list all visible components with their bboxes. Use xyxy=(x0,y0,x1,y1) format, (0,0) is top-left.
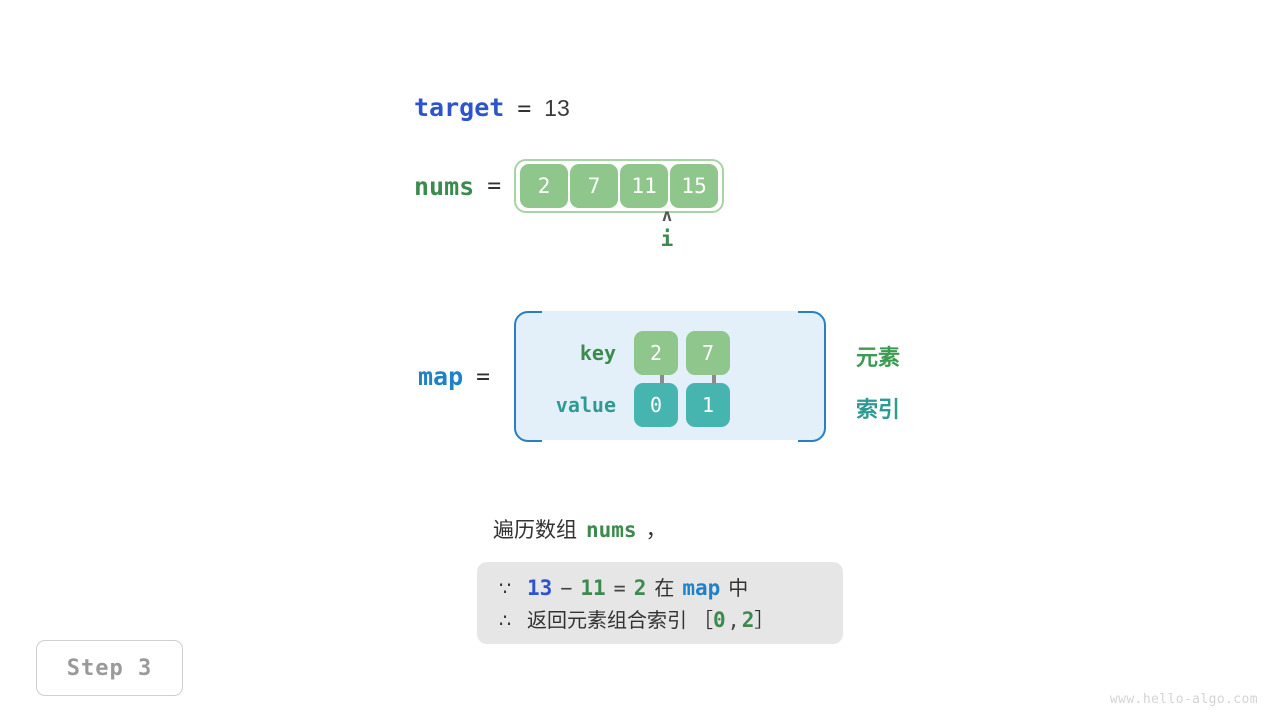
step-badge: Step 3 xyxy=(36,640,183,696)
formula-in-word: 在 xyxy=(654,578,675,600)
formula-line-1: ∵ 13 − 11 = 2 在 map 中 xyxy=(477,572,843,604)
because-symbol: ∵ xyxy=(499,579,512,600)
array-cell: 15 xyxy=(670,164,719,208)
map-key-label: key xyxy=(579,341,617,365)
nums-variable-name: nums xyxy=(414,171,475,201)
formula-conclusion-text: 返回元素组合索引 xyxy=(527,610,687,632)
caption-suffix: ， xyxy=(645,519,667,542)
formula-result: 2 xyxy=(633,576,647,600)
map-row: map = key 2 7 value xyxy=(418,311,827,442)
result-index-1: 2 xyxy=(741,608,755,632)
target-variable-name: target xyxy=(414,93,505,122)
formula-minus-operator: − xyxy=(560,576,573,600)
bracket-close: ］ xyxy=(754,610,775,632)
formula-line-2: ∴ 返回元素组合索引 ［ 0 , 2 ］ xyxy=(477,604,843,636)
map-value-cell: 1 xyxy=(686,383,731,427)
map-value-cells: 0 1 xyxy=(634,383,731,427)
formula-middle-word: 中 xyxy=(728,578,749,600)
formula-operand-current: 11 xyxy=(580,576,606,600)
watermark: www.hello-algo.com xyxy=(1109,692,1258,707)
caption-code-nums: nums xyxy=(586,518,637,542)
therefore-symbol: ∴ xyxy=(499,611,512,632)
nums-row: nums = 2 7 11 15 xyxy=(414,159,725,213)
formula-equals-operator: = xyxy=(613,576,626,600)
side-label-index: 索引 xyxy=(856,397,901,422)
map-value-row: value 0 1 xyxy=(516,383,731,427)
formula-box: ∵ 13 − 11 = 2 在 map 中 ∴ 返回元素组合索引 ［ 0 , 2… xyxy=(477,562,843,644)
result-index-0: 0 xyxy=(713,608,726,632)
formula-map-ref: map xyxy=(682,576,721,600)
map-value-cell: 0 xyxy=(634,383,679,427)
map-key-cell: 2 xyxy=(634,331,679,375)
array-cell: 11 xyxy=(620,164,669,208)
caption-prefix: 遍历数组 xyxy=(493,519,577,542)
array-cell: 7 xyxy=(570,164,619,208)
map-container: key 2 7 value 0 1 xyxy=(514,311,827,442)
nums-equals-sign: = xyxy=(487,173,502,199)
map-variable-name: map xyxy=(418,362,464,391)
bracket-open: ［ xyxy=(693,610,713,632)
caption-line: 遍历数组 nums ， xyxy=(493,514,667,544)
pointer-label-i: i xyxy=(660,227,674,251)
target-row: target = 13 xyxy=(414,93,570,122)
map-key-cell: 7 xyxy=(686,331,731,375)
formula-operand-target: 13 xyxy=(527,576,553,600)
target-equals-sign: = xyxy=(517,96,532,122)
side-label-element: 元素 xyxy=(856,345,901,370)
pointer-caret-icon: ʌ xyxy=(661,206,673,226)
map-key-row: key 2 7 xyxy=(516,331,731,375)
map-equals-sign: = xyxy=(476,363,491,390)
map-value-label: value xyxy=(555,393,617,417)
array-cell: 2 xyxy=(520,164,569,208)
target-value: 13 xyxy=(544,95,570,121)
map-key-cells: 2 7 xyxy=(634,331,731,375)
nums-array-container: 2 7 11 15 xyxy=(514,159,725,213)
index-pointer-group: ʌ i xyxy=(647,207,687,253)
result-comma: , xyxy=(727,608,740,632)
